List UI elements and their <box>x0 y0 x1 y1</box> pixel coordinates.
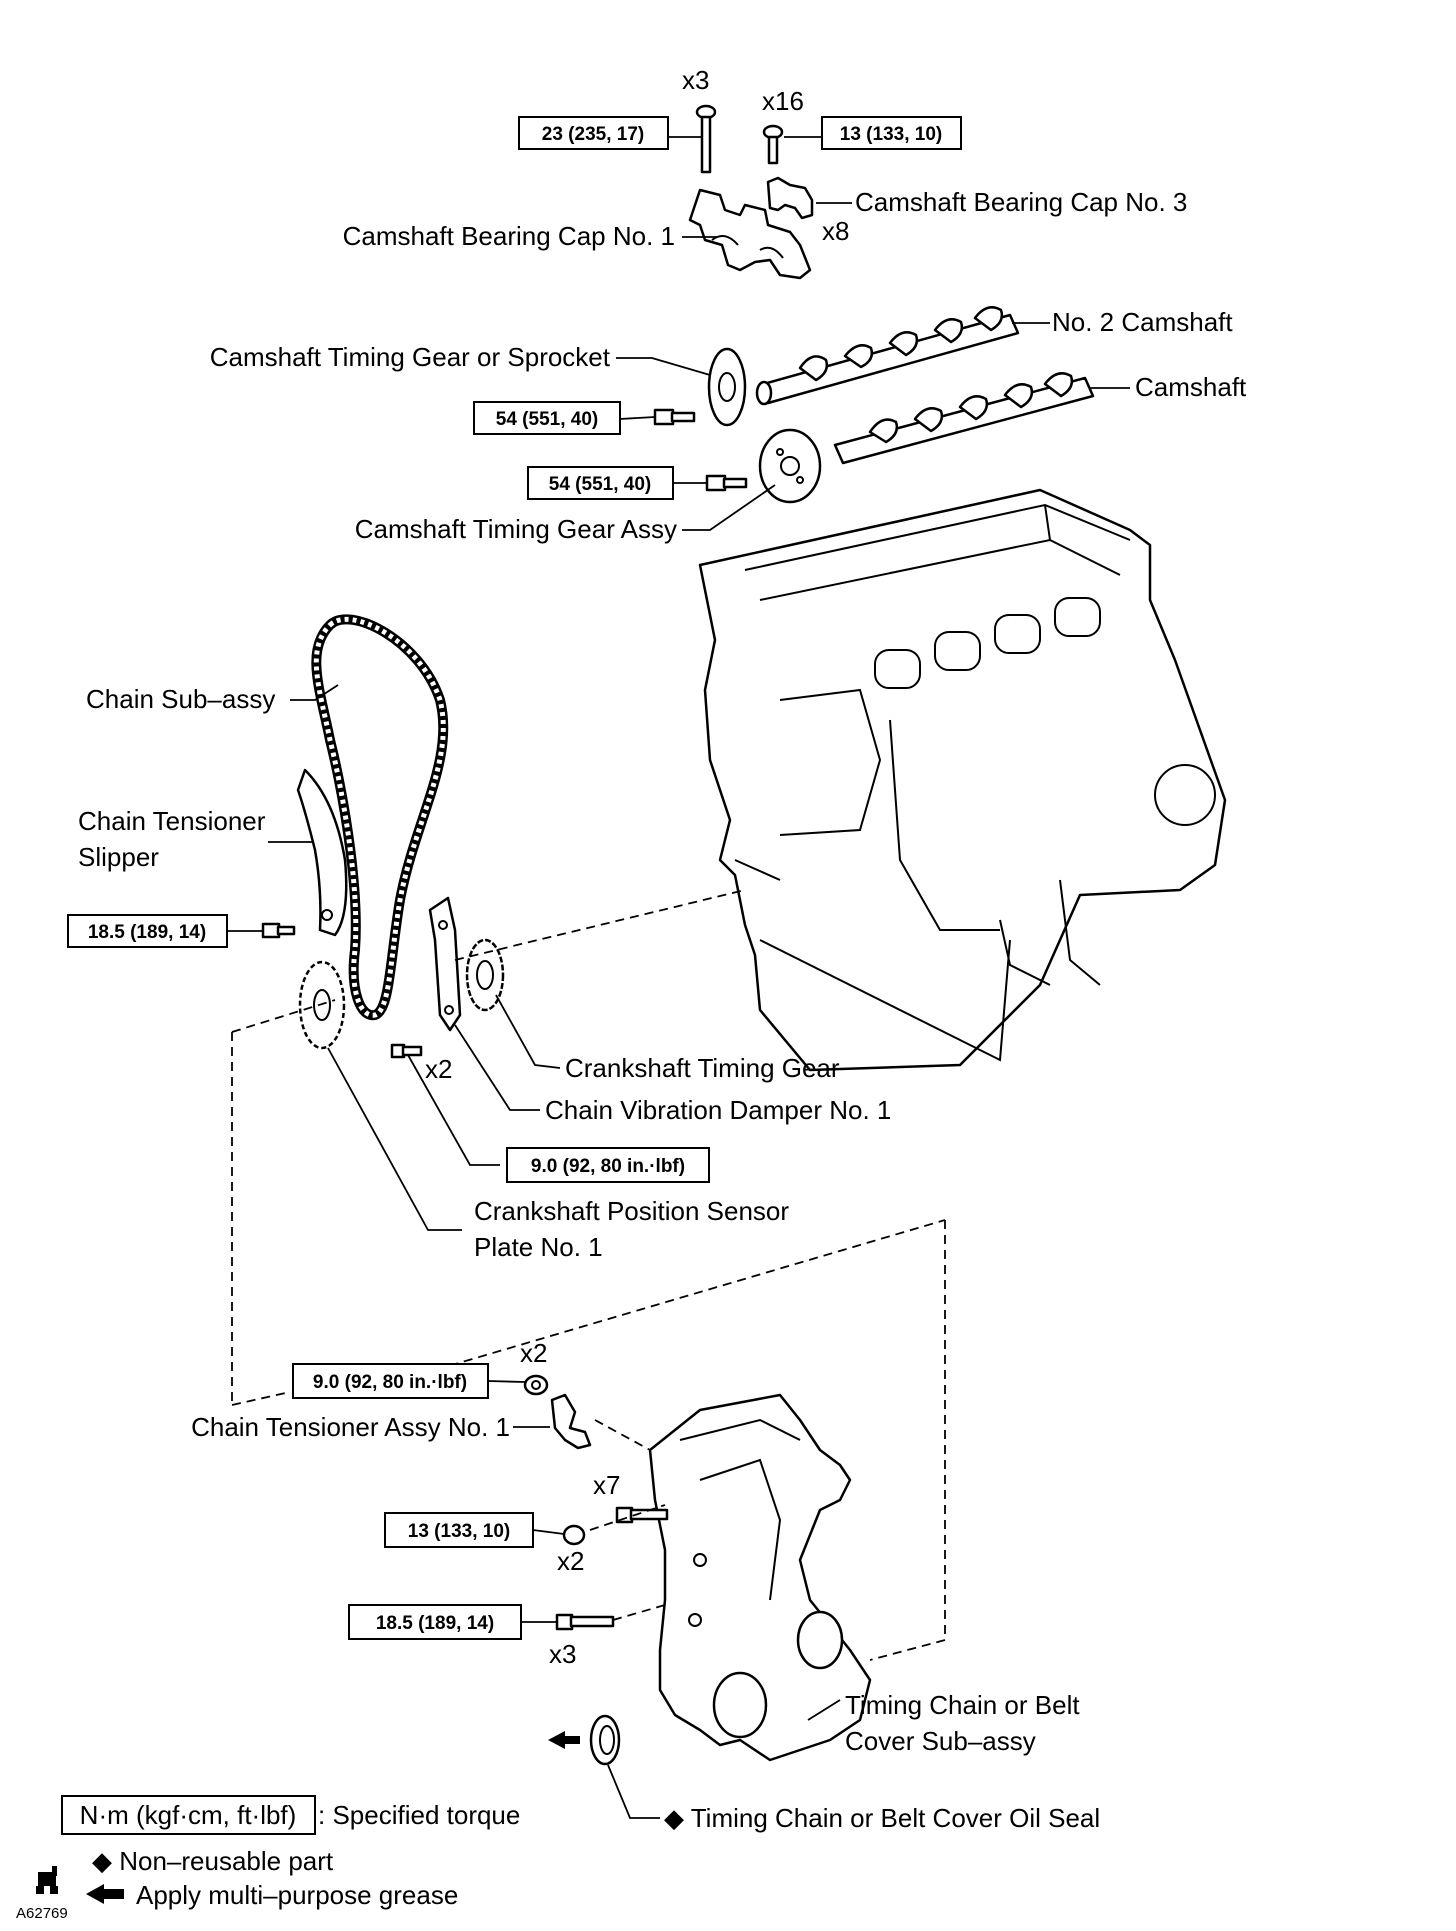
qty-x7: x7 <box>593 1470 620 1500</box>
cover-bolt-3 <box>555 1613 615 1631</box>
label-camshaft-bearing-cap-no-1: Camshaft Bearing Cap No. 1 <box>343 221 675 251</box>
torque-box-8: 13 (133, 10) <box>384 1512 534 1548</box>
grease-gun-icon <box>36 1866 58 1894</box>
camshaft <box>833 372 1095 465</box>
tensioner-nut <box>523 1374 549 1396</box>
camshaft-bearing-cap-no-1 <box>688 188 812 280</box>
torque-box-7: 9.0 (92, 80 in.·lbf) <box>292 1363 489 1399</box>
legend-torque-box: N·m (kgf·cm, ft·lbf) <box>80 1800 297 1830</box>
engine-block <box>698 488 1227 1072</box>
slipper-bolt <box>261 922 296 939</box>
label-camshaft-bearing-cap-no-3: Camshaft Bearing Cap No. 3 <box>855 187 1187 217</box>
camshaft-timing-gear-assy <box>758 428 822 504</box>
cap-bolt-short <box>762 124 784 165</box>
timing-chain-or-belt-cover-sub-assy <box>648 1393 872 1762</box>
qty-x16: x16 <box>762 86 804 116</box>
label-chain-sub-assy: Chain Sub–assy <box>86 684 275 714</box>
qty-x2-nut: x2 <box>520 1338 547 1368</box>
label-oil-seal: ◆ Timing Chain or Belt Cover Oil Seal <box>664 1803 1100 1833</box>
label-camshaft-timing-gear-assy: Camshaft Timing Gear Assy <box>355 514 677 544</box>
qty-x8: x8 <box>822 216 849 246</box>
qty-x3-top: x3 <box>682 65 709 95</box>
torque-value: 13 (133, 10) <box>408 1521 510 1542</box>
crankshaft-timing-gear <box>465 938 505 1012</box>
figure-id: A62769 <box>16 1905 68 1922</box>
qty-x3-cover: x3 <box>549 1639 576 1669</box>
cover-bolt-7 <box>615 1506 669 1524</box>
chain-vibration-damper-no-1 <box>428 896 462 1032</box>
torque-box-2: 13 (133, 10) <box>821 116 962 150</box>
legend-non-reusable: ◆ Non–reusable part <box>92 1846 334 1876</box>
torque-value: 9.0 (92, 80 in.·lbf) <box>531 1156 685 1177</box>
cap-bolt-long <box>695 104 717 174</box>
torque-value: 18.5 (189, 14) <box>88 922 206 943</box>
torque-box-4: 54 (551, 40) <box>527 466 674 500</box>
qty-x2-damper: x2 <box>425 1054 452 1084</box>
chain-sub-assy <box>311 614 449 1021</box>
torque-value: 18.5 (189, 14) <box>376 1613 494 1634</box>
gear-assy-bolt <box>705 474 748 492</box>
chain-tensioner-assy-no-1 <box>550 1393 592 1450</box>
torque-box-5: 18.5 (189, 14) <box>67 914 228 948</box>
legend-apply-grease: Apply multi–purpose grease <box>136 1880 458 1910</box>
damper-bolt <box>390 1043 423 1059</box>
camshaft-bearing-cap-no-3 <box>766 176 814 220</box>
torque-value: 54 (551, 40) <box>496 409 598 430</box>
label-camshaft: Camshaft <box>1135 372 1247 402</box>
label-chain-tensioner-slipper-line2: Slipper <box>78 842 159 872</box>
legend-grease-arrow-icon <box>86 1884 124 1904</box>
no-2-camshaft <box>755 306 1020 406</box>
timing-chain-or-belt-cover-oil-seal <box>589 1714 621 1766</box>
alignment-lines <box>231 889 946 1661</box>
label-chain-tensioner-assy-no-1: Chain Tensioner Assy No. 1 <box>191 1412 510 1442</box>
chain-tensioner-slipper <box>296 768 348 937</box>
legend: N·m (kgf·cm, ft·lbf) : Specified torque … <box>16 1795 520 1922</box>
torque-box-1: 23 (235, 17) <box>518 116 669 150</box>
label-crankshaft-position-sensor-plate-line2: Plate No. 1 <box>474 1232 603 1262</box>
label-no-2-camshaft: No. 2 Camshaft <box>1052 307 1233 337</box>
legend-specified-torque: : Specified torque <box>318 1800 520 1830</box>
grease-arrow-icon <box>548 1731 580 1749</box>
label-timing-cover-line1: Timing Chain or Belt <box>845 1690 1080 1720</box>
label-camshaft-timing-gear-or-sprocket: Camshaft Timing Gear or Sprocket <box>210 342 611 372</box>
qty-x2-cover: x2 <box>557 1546 584 1576</box>
torque-value: 13 (133, 10) <box>840 124 942 145</box>
torque-box-6: 9.0 (92, 80 in.·lbf) <box>506 1147 710 1183</box>
leader-lines <box>227 136 1130 1819</box>
torque-value: 23 (235, 17) <box>542 124 644 145</box>
torque-box-3: 54 (551, 40) <box>473 401 621 435</box>
torque-value: 9.0 (92, 80 in.·lbf) <box>313 1372 467 1393</box>
label-chain-vibration-damper-no-1: Chain Vibration Damper No. 1 <box>545 1095 891 1125</box>
torque-box-9: 18.5 (189, 14) <box>348 1604 522 1640</box>
label-timing-cover-line2: Cover Sub–assy <box>845 1726 1036 1756</box>
camshaft-timing-gear-or-sprocket <box>707 347 747 427</box>
sprocket-bolt <box>653 408 696 426</box>
crankshaft-position-sensor-plate-no-1 <box>298 960 346 1050</box>
label-crankshaft-timing-gear: Crankshaft Timing Gear <box>565 1053 840 1083</box>
label-crankshaft-position-sensor-plate-line1: Crankshaft Position Sensor <box>474 1196 789 1226</box>
cover-nut-2 <box>562 1524 586 1546</box>
torque-value: 54 (551, 40) <box>549 474 651 495</box>
label-chain-tensioner-slipper-line1: Chain Tensioner <box>78 806 266 836</box>
